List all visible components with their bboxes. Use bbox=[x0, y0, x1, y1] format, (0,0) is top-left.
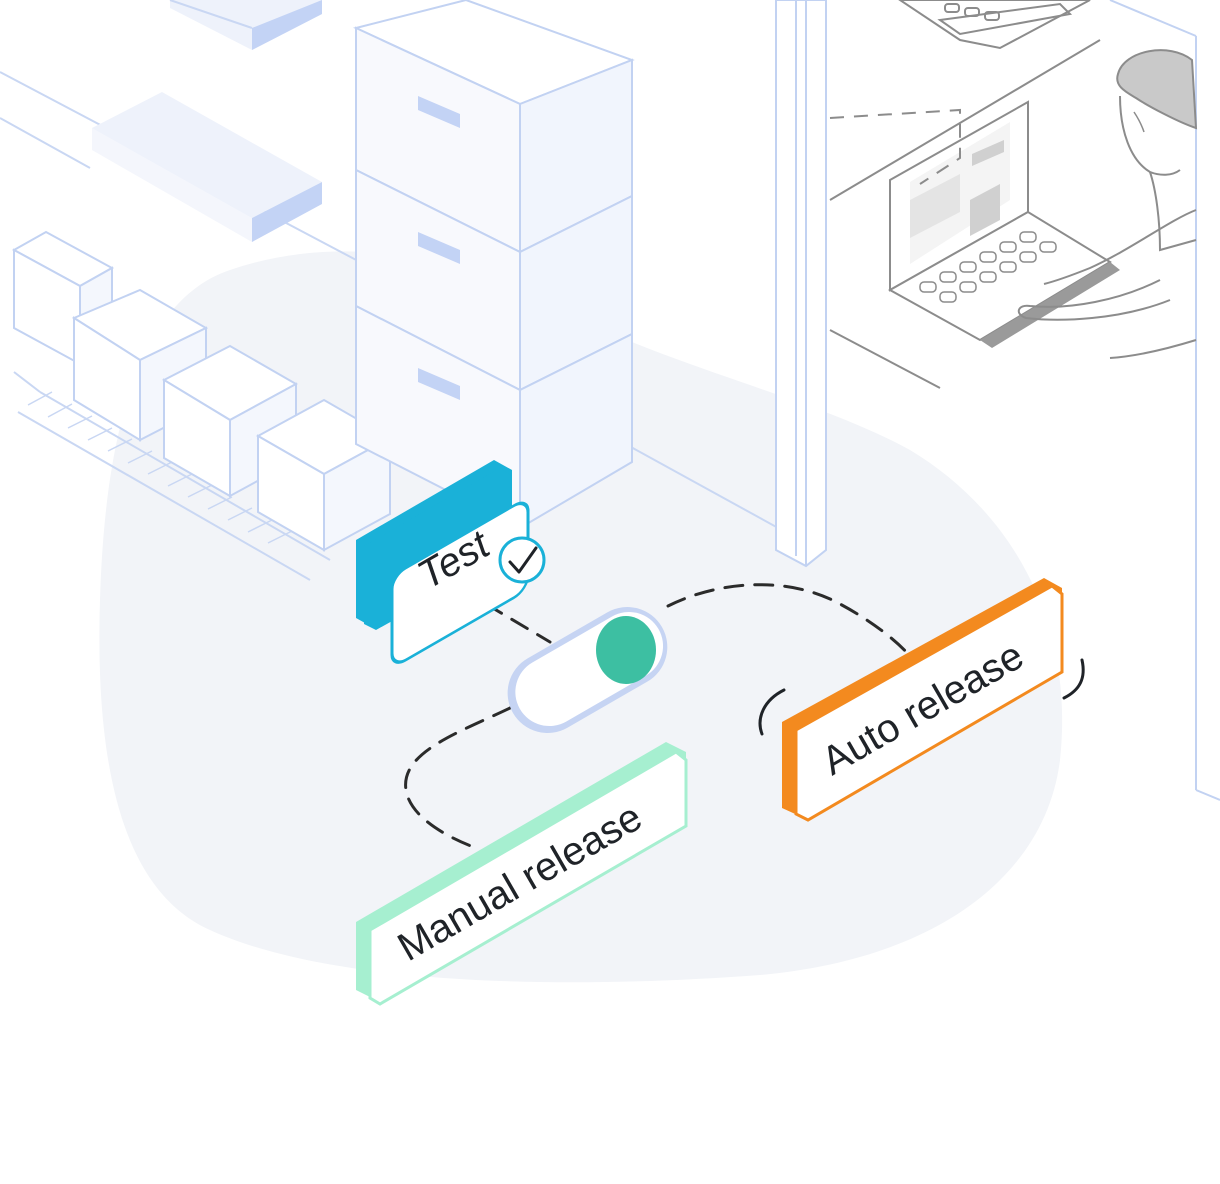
background-dashes bbox=[829, 108, 961, 185]
toggle-knob bbox=[596, 616, 656, 684]
drawer-stack bbox=[353, 0, 635, 530]
office-wall bbox=[1109, 0, 1220, 801]
check-circle-icon bbox=[498, 536, 546, 584]
desk-scene bbox=[829, 0, 1198, 389]
flow-connectors bbox=[404, 583, 912, 850]
support-post bbox=[775, 0, 827, 568]
shelf-top bbox=[169, 0, 322, 50]
release-toggle[interactable] bbox=[493, 592, 682, 747]
shelf-middle bbox=[92, 92, 322, 242]
upper-laptop bbox=[898, 0, 1091, 50]
laptop bbox=[887, 100, 1120, 348]
connector-test-to-toggle bbox=[484, 602, 552, 644]
person bbox=[1017, 49, 1198, 359]
drawer-middle bbox=[355, 168, 633, 392]
cube-2 bbox=[71, 288, 209, 442]
conveyor-belt bbox=[13, 371, 331, 581]
auto-release-highlight-arcs bbox=[758, 658, 1085, 736]
test-card: Test bbox=[356, 460, 546, 664]
connector-toggle-to-manual bbox=[404, 706, 512, 850]
connector-toggle-to-auto bbox=[666, 583, 912, 658]
drawer-top bbox=[353, 0, 635, 254]
conveyor-cubes bbox=[11, 230, 393, 552]
cube-4 bbox=[255, 398, 393, 552]
